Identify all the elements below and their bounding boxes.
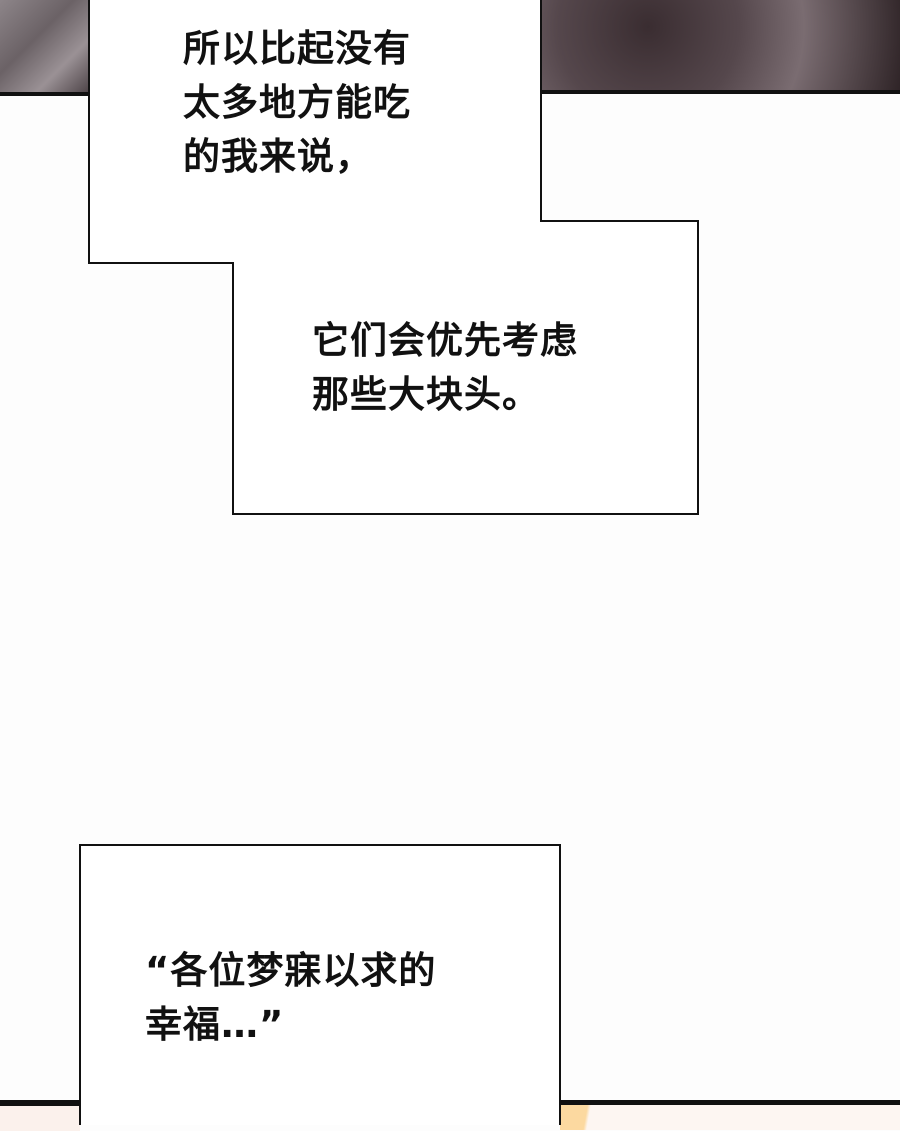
caption-line: 所以比起没有 <box>183 27 411 70</box>
caption-text-1: 所以比起没有 太多地方能吃 的我来说， <box>183 22 411 184</box>
caption-line: 的我来说， <box>183 135 373 178</box>
caption-box-2 <box>79 844 561 1125</box>
caption-text-2: 它们会优先考虑 那些大块头。 <box>312 314 578 422</box>
artwork-panel-top-right <box>540 0 900 94</box>
caption-line: 那些大块头。 <box>312 373 540 416</box>
caption-line: “各位梦寐以求的 <box>145 949 437 992</box>
artwork-panel-top-left <box>0 0 92 96</box>
caption-text-3: “各位梦寐以求的 幸福…” <box>145 944 436 1052</box>
caption-line: 太多地方能吃 <box>183 81 411 124</box>
caption-line: 幸福…” <box>145 1003 285 1046</box>
caption-line: 它们会优先考虑 <box>312 319 578 362</box>
caption-box-1 <box>88 0 699 515</box>
